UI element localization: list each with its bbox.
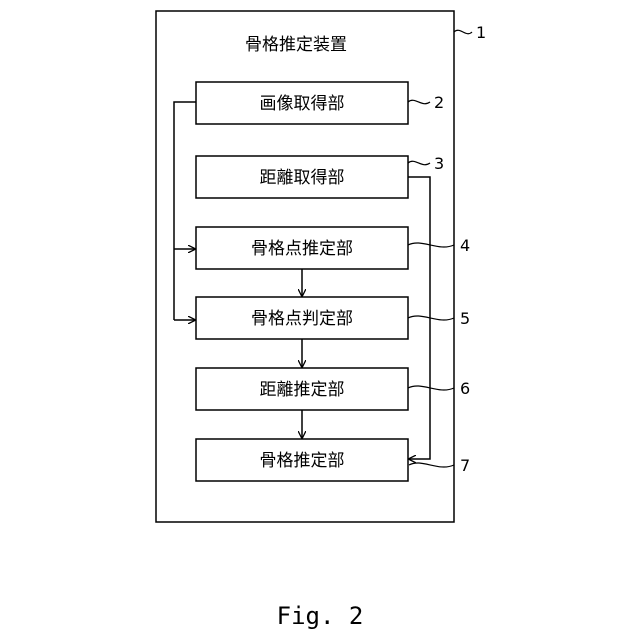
block-image-acquisition-label: 画像取得部 [260, 94, 345, 114]
block-distance-estimation-label: 距離推定部 [260, 380, 345, 400]
ref-6-label: 6 [460, 379, 470, 398]
ref-4-label: 4 [460, 236, 470, 255]
ref-5-leader [408, 316, 454, 320]
ref-2-leader [408, 100, 430, 103]
ref-3-label: 3 [434, 154, 444, 173]
device-title: 骨格推定装置 [245, 35, 347, 55]
ref-1-leader [454, 30, 472, 33]
figure-caption: Fig. 2 [277, 602, 364, 630]
block-skeleton-point-determination-label: 骨格点判定部 [251, 309, 353, 329]
ref-3-leader [408, 161, 430, 164]
block-skeleton-point-estimation-label: 骨格点推定部 [251, 239, 353, 259]
ref-1-label: 1 [476, 23, 486, 42]
ref-7-leader [409, 463, 454, 467]
ref-4-leader [408, 243, 454, 247]
connector-image-bus [174, 102, 196, 320]
block-skeleton-estimation-label: 骨格推定部 [260, 451, 345, 471]
block-distance-acquisition-label: 距離取得部 [260, 168, 345, 188]
arrow-distance-to-skeleton-estimation [408, 177, 430, 459]
ref-2-label: 2 [434, 93, 444, 112]
ref-5-label: 5 [460, 309, 470, 328]
ref-6-leader [408, 386, 454, 390]
ref-7-label: 7 [460, 456, 470, 475]
